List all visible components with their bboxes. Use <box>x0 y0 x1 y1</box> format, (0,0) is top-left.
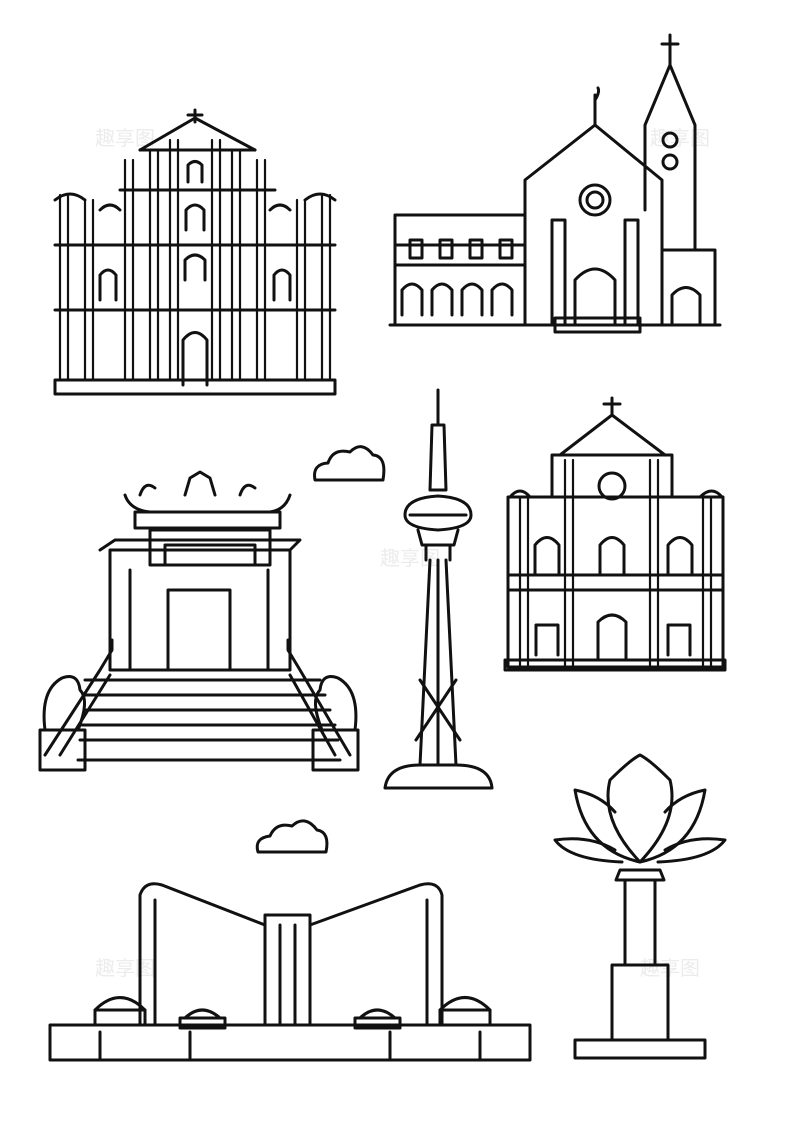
ruins-of-st-pauls-icon <box>53 108 337 396</box>
watermark-text: 趣享图 <box>640 956 700 980</box>
tower-icon <box>383 388 494 790</box>
watermark-text: 趣享图 <box>650 126 710 150</box>
watermark-text: 趣享图 <box>95 956 155 980</box>
cloud-icon <box>313 445 386 482</box>
watermark-layer: 趣享图 趣享图 趣享图 趣享图 趣享图 <box>95 126 710 980</box>
lotus-icon <box>553 753 727 1060</box>
cathedral-facade-icon <box>503 396 727 672</box>
cloud-icon <box>255 819 329 854</box>
casino-building-icon <box>48 882 532 1062</box>
church-icon <box>388 33 722 334</box>
temple-gate-icon <box>38 470 360 772</box>
